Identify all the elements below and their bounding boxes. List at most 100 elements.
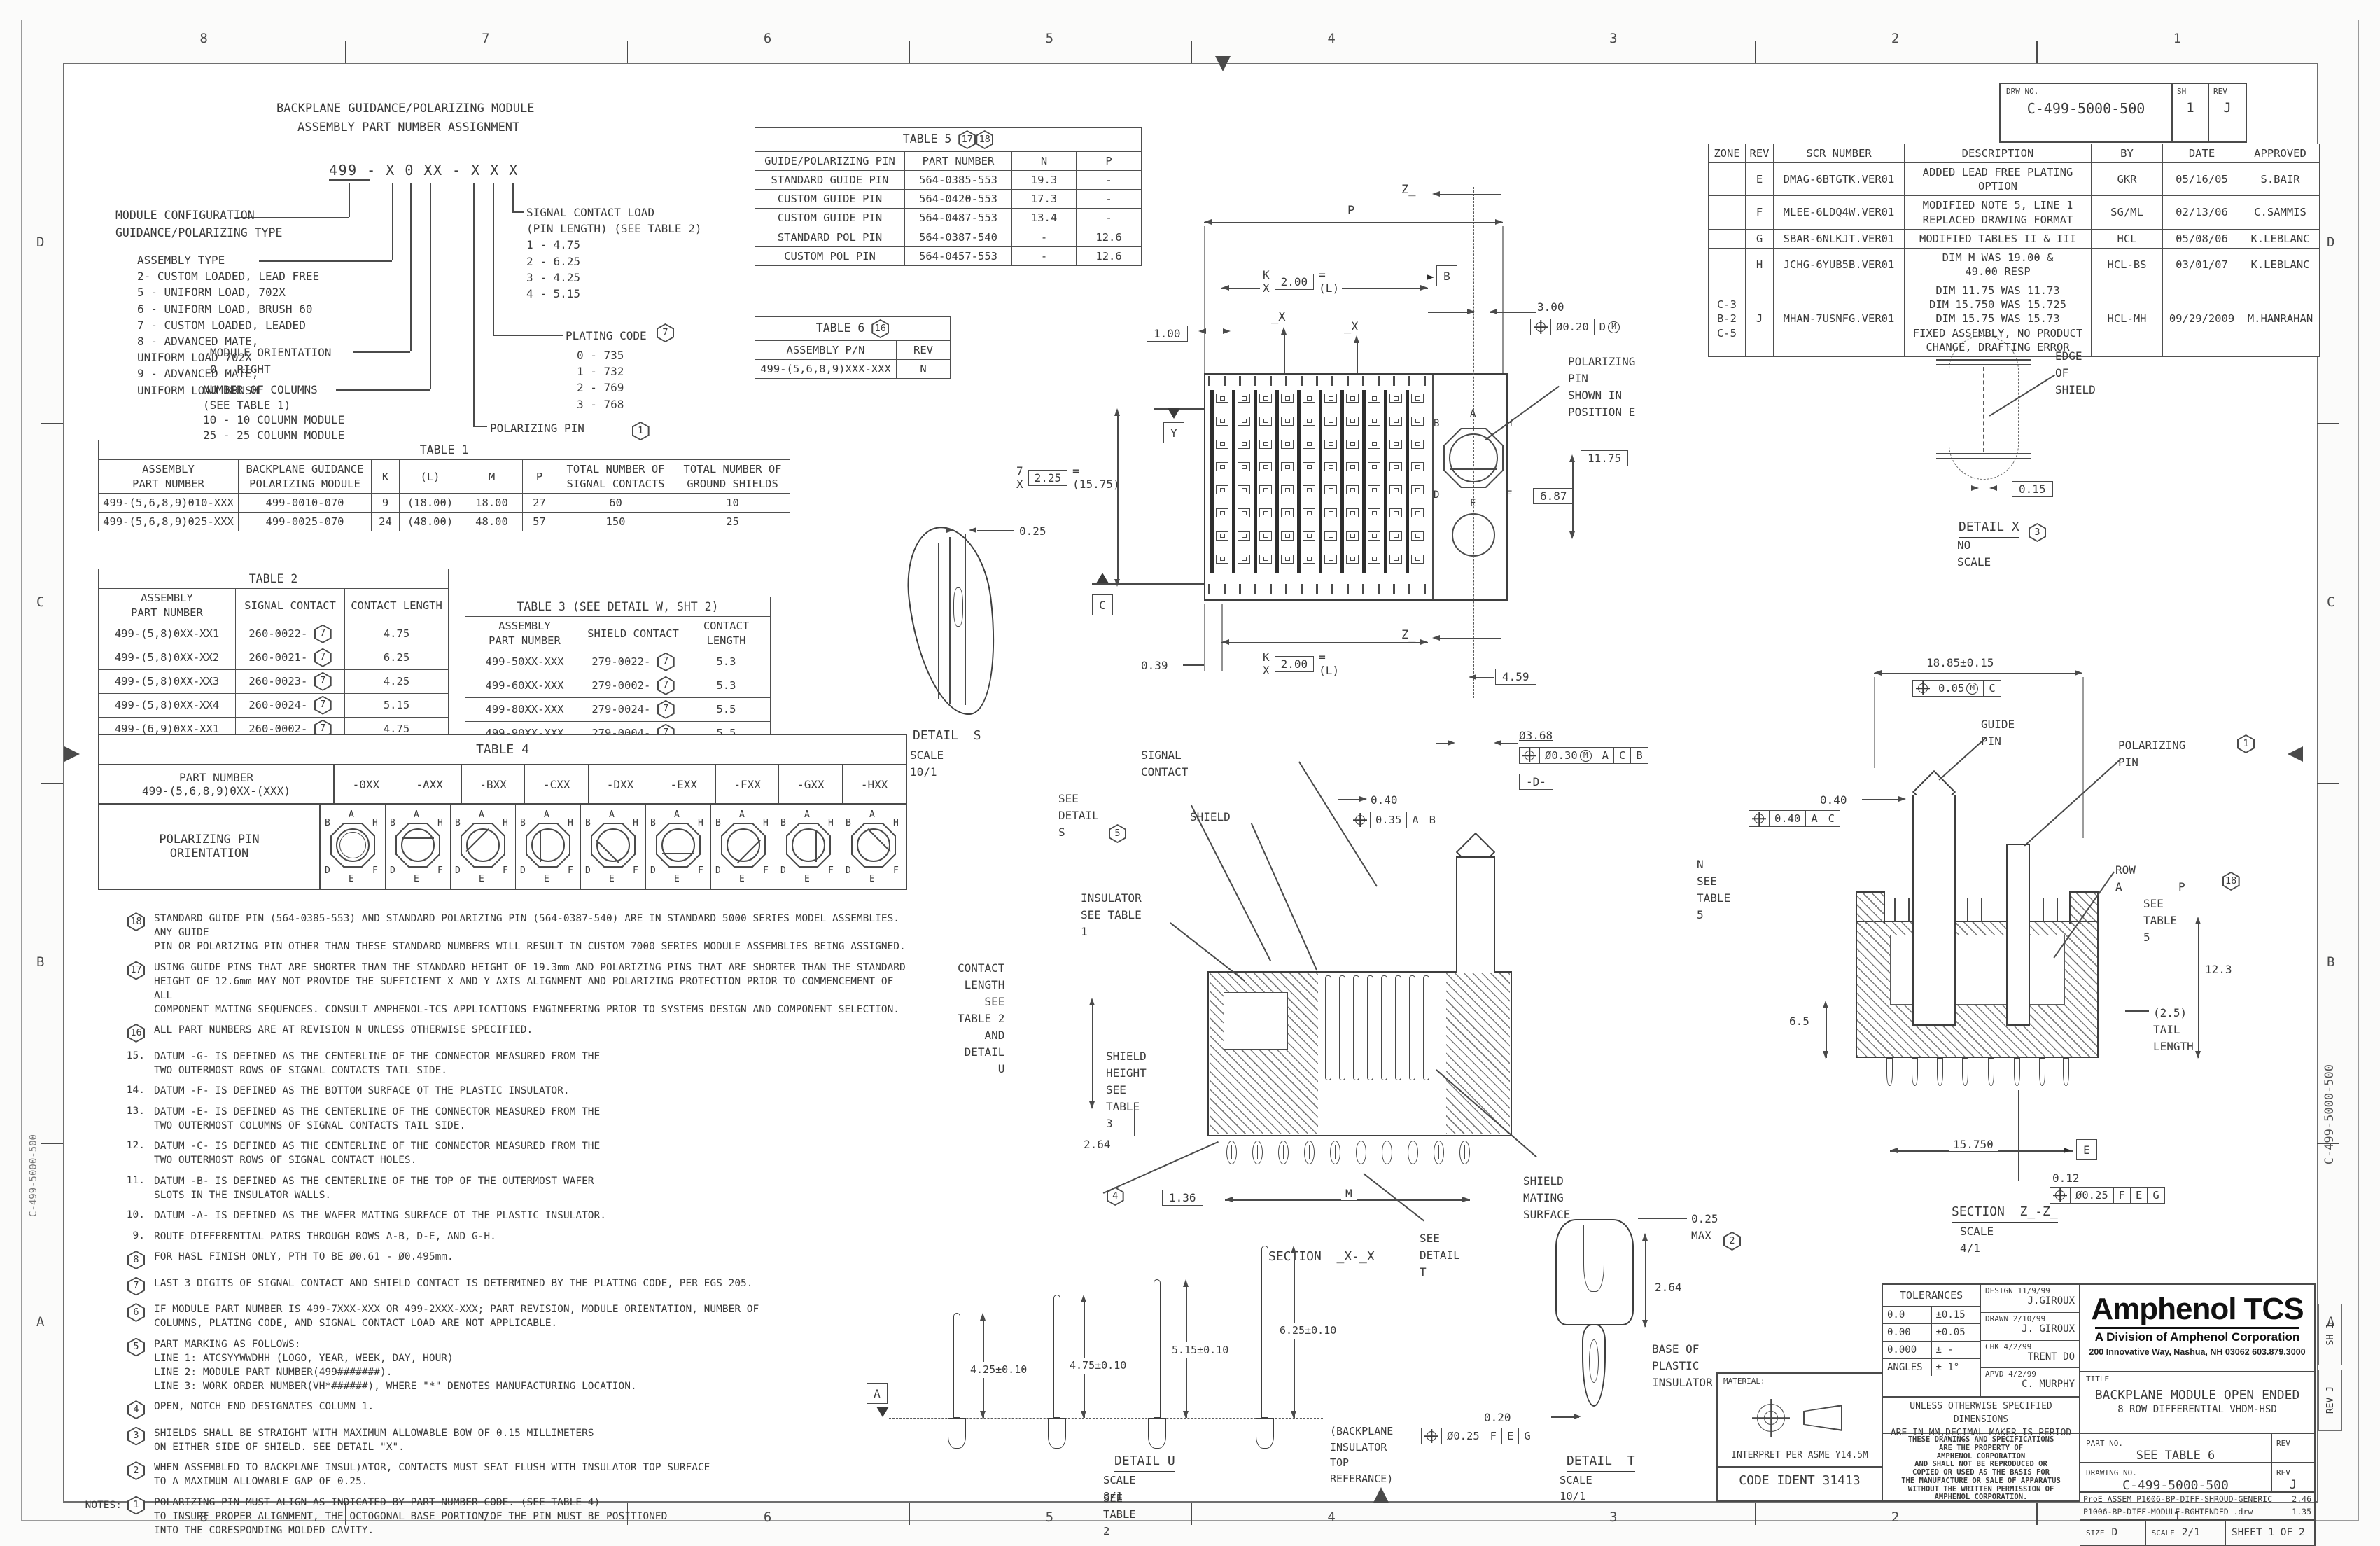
dim-kx-bottom: K X 2.00 = (L) (1260, 650, 1343, 677)
shield-label: SHIELD (1190, 810, 1231, 823)
cell: 02/13/06 (2162, 195, 2241, 230)
fcf-dt: Ø0.25 F E G (1421, 1428, 1536, 1444)
octagon-letter: A (739, 809, 745, 820)
signal-contact-cell (1346, 554, 1359, 564)
detail-boundary (1949, 335, 2019, 480)
datum-triangle-icon (1168, 408, 1180, 419)
octagon-letter: E (609, 874, 615, 884)
tail-pin (1988, 1058, 1994, 1086)
basic-dim-box: 2.25 (1028, 469, 1068, 486)
zone-column-label: 6 (763, 1510, 772, 1525)
octagon-letter: D (1434, 489, 1440, 501)
title-box: TITLE BACKPLANE MODULE OPEN ENDED 8 ROW … (2080, 1372, 2316, 1434)
signal-contact-cell (1216, 485, 1228, 495)
zone-row-label: B (2327, 954, 2335, 970)
column-header: -HXX (860, 777, 888, 791)
polarizing-pin-label: POLARIZING PIN (2118, 739, 2186, 769)
cell: 57 (522, 511, 556, 532)
cell: SBAR-6NLKJT.VER01 (1773, 228, 1905, 249)
dim-15750: 15.750 (1949, 1138, 1998, 1151)
insulator-label: INSULATOR SEE TABLE 1 (1081, 891, 1142, 938)
octagon-letter: B (520, 818, 526, 828)
fold-mark-icon (2288, 746, 2303, 762)
arrow-icon (1971, 485, 1979, 491)
contact-tip (1967, 898, 1968, 922)
leader-line (430, 183, 431, 389)
note-flag-icon: 7 (314, 695, 332, 715)
arrow-icon (1494, 739, 1502, 746)
cell: STANDARD POL PIN (755, 227, 905, 247)
note-item: 11.DATUM -B- IS DEFINED AS THE CENTERLIN… (66, 1174, 906, 1202)
signal-contact-cell (1259, 394, 1272, 403)
tolerance-row: ANGLES± 1° (1883, 1359, 1980, 1376)
wafer-bar (1319, 390, 1322, 573)
dim-687: 6.87 (1533, 488, 1574, 504)
signal-contact-cell (1281, 416, 1294, 426)
projection-target-icon (1752, 1399, 1790, 1437)
column-header: SHIELD CONTACT (584, 616, 682, 650)
pin-base (1148, 1418, 1166, 1449)
cell: DMAG-6BTGTK.VER01 (1773, 162, 1905, 197)
pin (1054, 1295, 1060, 1418)
column-header: GUIDE/POLARIZING PIN (755, 151, 905, 172)
section-xx-caption: SECTION _X-_X (1268, 1247, 1375, 1267)
note-text: FOR HASL FINISH ONLY, PTH TO BE Ø0.61 - … (154, 1251, 454, 1262)
margin-rev-box: REV J (2318, 1370, 2342, 1431)
note-marker: 4 (66, 1400, 145, 1419)
column-header: -0XX (335, 765, 398, 803)
row-a-label: ROW A (2115, 863, 2136, 893)
signoff-name: TRENT DO (2027, 1351, 2075, 1363)
column-header: P (1075, 151, 1142, 172)
signal-contact-cell (1216, 531, 1228, 541)
arrow-icon (1280, 327, 1287, 335)
note-number: 12. (126, 1140, 145, 1151)
dim-123: 12.3 (2205, 963, 2232, 976)
n-see-table5-label: N SEE TABLE 5 (1697, 858, 1731, 921)
wafer-bar (1275, 390, 1279, 573)
cell: 5.5 (682, 697, 771, 722)
note-item: 10.DATUM -A- IS DEFINED AS THE WAFER MAT… (66, 1209, 906, 1223)
cell: SG/ML (2091, 195, 2163, 230)
pn-underline (329, 179, 370, 181)
datum-triangle-icon (1096, 573, 1109, 583)
detail-t: 0.25 MAX 2 2.64 BASE OF PLASTIC INSULATO… (0, 19, 1741, 1503)
fold-mark-icon (1215, 56, 1231, 71)
cell: CUSTOM GUIDE PIN (755, 189, 905, 209)
contact-tip (1908, 898, 1910, 922)
signal-contact-cell (1368, 394, 1380, 403)
signal-contact-cell (1411, 439, 1424, 449)
fold-mark-icon (1373, 1487, 1389, 1503)
signal-contact-cell (1368, 439, 1380, 449)
octagon-letter: E (349, 874, 354, 884)
cell: - (1075, 208, 1142, 228)
cell: 5.3 (682, 673, 771, 698)
note-text: DATUM -F- IS DEFINED AS THE BOTTOM SURFA… (154, 1085, 570, 1096)
signal-contact-load-label: SIGNAL CONTACT LOAD (PIN LENGTH) (SEE TA… (526, 206, 702, 300)
cell: 499-(5,8)0XX-XX1 (98, 621, 236, 646)
cell: HCL-BS (2091, 247, 2163, 282)
octagon-letter: E (739, 874, 745, 884)
detail-u-scale: SCALE 8/1 (1103, 1474, 1136, 1503)
octagon-letter: H (503, 818, 508, 828)
cell: 10 (674, 492, 791, 513)
signal-contact-cell (1281, 439, 1294, 449)
cell: 279-0002- 7 (584, 673, 682, 698)
note-marker: 15. (66, 1050, 145, 1061)
signal-contact-cell (1259, 439, 1272, 449)
section-xx: SIGNAL CONTACT SEE DETAIL S 5 SHIELD INS… (0, 19, 1648, 1279)
assembly-type-label: ASSEMBLY TYPE 2- CUSTOM LOADED, LEAD FRE… (137, 253, 320, 397)
zone-row-label: C (2327, 594, 2335, 610)
note-marker: 14. (66, 1084, 145, 1096)
octagon-letter: H (438, 818, 443, 828)
wafer-bar (1254, 390, 1257, 573)
